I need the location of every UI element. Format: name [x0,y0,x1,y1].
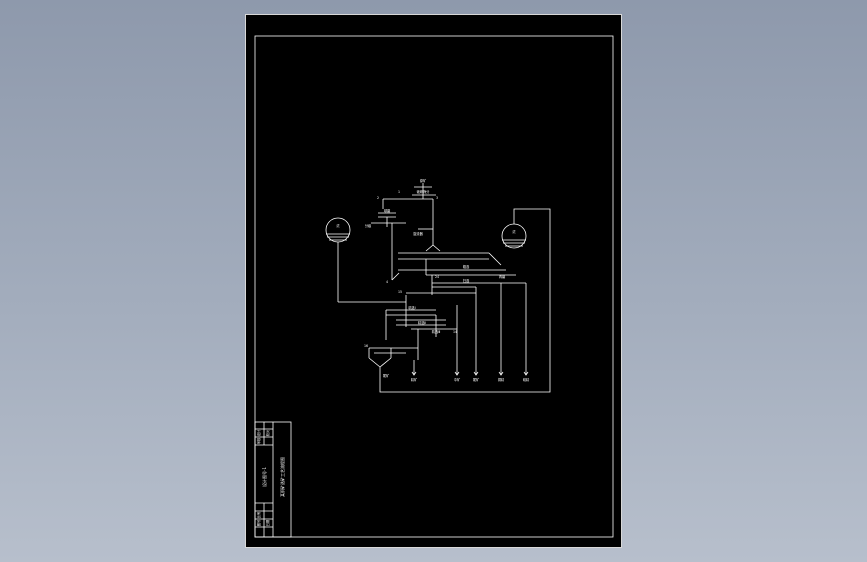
label-tank-right: 浓 [512,229,516,234]
output-middling: 中矿 [454,377,461,382]
label-cyclone: 旋流器 [413,231,423,236]
label-rougher: 粗选 [463,264,470,269]
label-regrind: 再磨 [499,274,506,279]
cell-check: 校对 [265,429,270,436]
cell-number: 图号 [256,520,261,526]
node-15: 15 [398,290,402,294]
label-scavenger: 扫选 [463,278,470,283]
flowsheet-drawing: 设计图号-1 某铜矿选矿工艺流程图 设计 校对 审核 比例 图号 日期 原矿 破… [254,35,614,538]
label-tank-left: 浓 [336,223,340,228]
output-copper-concentrate: 铜精 [498,377,505,382]
label-ball-mill: 球磨 [384,208,391,213]
label-cleaner-2: 精选Ⅱ [418,320,426,325]
label-feed: 原矿 [420,178,427,183]
drawing-number: 设计图号-1 [261,467,267,487]
node-4: 4 [386,280,388,284]
cell-review: 审核 [256,437,261,444]
label-classifier: 分级 [365,223,372,228]
cell-design: 设计 [256,429,261,436]
title-block: 设计图号-1 某铜矿选矿工艺流程图 设计 校对 审核 比例 图号 日期 [254,421,292,538]
cell-scale: 比例 [256,512,261,518]
cell-date: 日期 [265,520,270,526]
drawing-sheet: 设计图号-1 某铜矿选矿工艺流程图 设计 校对 审核 比例 图号 日期 原矿 破… [245,14,622,548]
drawing-title: 某铜矿选矿工艺流程图 [279,457,285,497]
output-tailing-a: 尾矿 [473,377,480,382]
node-3: 3 [436,196,438,200]
thickener-right: 浓 [501,223,527,249]
label-feed-sub: 破碎筛分 [417,189,431,194]
label-cleaner-1: 精选Ⅰ [408,305,415,310]
node-1: 1 [398,190,400,194]
node-14: 14 [453,330,457,334]
thickener-left: 浓 [325,217,351,243]
node-2: 2 [377,196,379,200]
output-tailing-b: 尾矿 [383,373,390,378]
inner-frame [254,35,614,538]
output-concentrate: 精矿 [411,377,418,382]
flowsheet: 原矿 破碎筛分 2 1 3 球磨 分级 旋流器 [325,178,551,393]
node-16: 16 [364,344,368,348]
node-24: 24 [435,275,439,279]
output-sulfur-concentrate: 硫精 [523,377,530,382]
